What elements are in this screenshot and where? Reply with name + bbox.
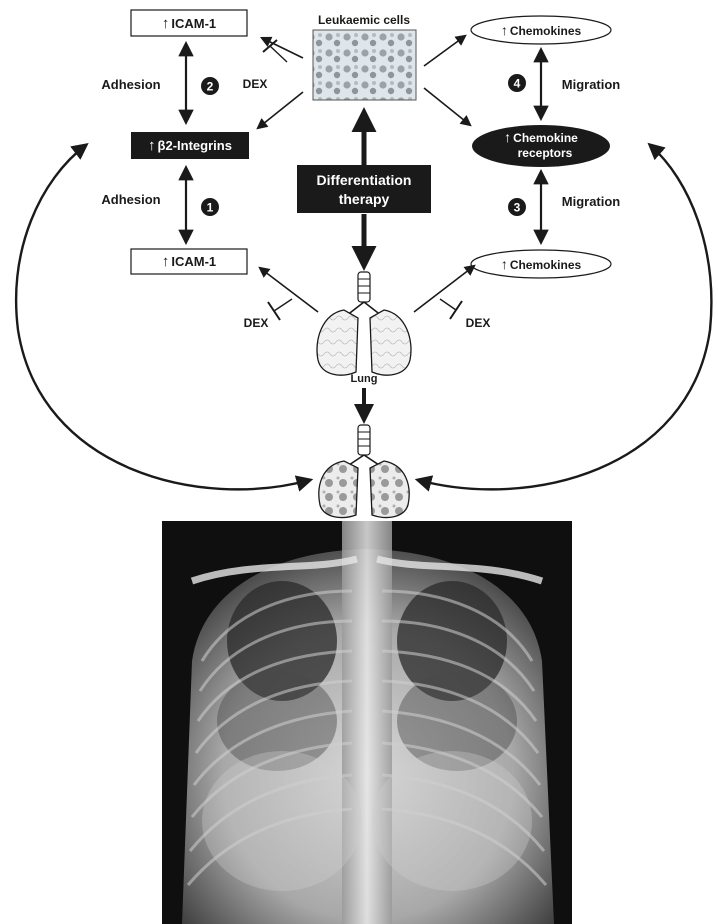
chemokine-receptors-ellipse: ↑Chemokine receptors	[472, 125, 610, 167]
differentiation-therapy-box: Differentiation therapy	[297, 165, 431, 213]
chemokines-top-ellipse: ↑Chemokines	[471, 16, 611, 44]
step-1-badge: 1	[201, 198, 219, 216]
adhesion-bottom-label: Adhesion	[101, 192, 160, 207]
chemokines-bottom-label: Chemokines	[510, 258, 582, 272]
step-2-badge: 2	[201, 77, 219, 95]
icam-bottom-label: ICAM-1	[171, 254, 216, 269]
svg-text:3: 3	[514, 201, 521, 215]
svg-text:4: 4	[514, 77, 521, 91]
lung-label: Lung	[351, 373, 378, 385]
dex-bottom-left-label: DEX	[244, 316, 269, 330]
svg-text:1: 1	[207, 201, 214, 215]
svg-text:↑β2-Integrins: ↑β2-Integrins	[148, 137, 232, 154]
arrow-lung-to-chemokines	[414, 266, 474, 312]
dex-inhibition-bottom-right: DEX	[440, 299, 490, 330]
chemokines-bottom-ellipse: ↑Chemokines	[471, 250, 611, 278]
lung-drawing: Lung	[317, 272, 411, 385]
step-4-badge: 4	[508, 74, 526, 92]
migration-top-label: Migration	[562, 77, 621, 92]
dex-top-label: DEX	[243, 77, 268, 91]
beta2-integrins-label: β2-Integrins	[158, 138, 232, 153]
adhesion-top-label: Adhesion	[101, 77, 160, 92]
svg-text:2: 2	[207, 80, 214, 94]
infiltrated-lung-drawing	[319, 425, 409, 518]
dex-inhibition-bottom-left: DEX	[244, 299, 292, 330]
svg-text:↑Chemokines: ↑Chemokines	[501, 22, 582, 38]
svg-text:↑Chemokines: ↑Chemokines	[501, 256, 582, 272]
svg-text:↑Chemokine: ↑Chemokine	[504, 129, 578, 145]
beta2-integrins-box: ↑β2-Integrins	[131, 132, 249, 159]
chemokine-receptors-line1: Chemokine	[513, 131, 578, 145]
arrow-lung-to-icam	[260, 268, 318, 312]
dex-bottom-right-label: DEX	[466, 316, 491, 330]
migration-bottom-label: Migration	[562, 194, 621, 209]
icam-bottom-box: ↑ICAM-1	[131, 249, 247, 274]
chemokines-top-label: Chemokines	[510, 24, 582, 38]
pathophysiology-diagram: ↑ICAM-1 Leukaemic cells ↑Chemokines DEX …	[0, 0, 718, 520]
icam-top-box: ↑ICAM-1	[131, 10, 247, 36]
chest-xray-image	[162, 521, 572, 924]
differentiation-line2: therapy	[339, 191, 390, 207]
up-arrow-glyph: ↑	[162, 15, 170, 32]
chemokine-receptors-line2: receptors	[518, 146, 573, 160]
arrow-cells-to-receptors	[424, 88, 470, 125]
arrow-cells-to-integrins	[258, 92, 303, 128]
differentiation-line1: Differentiation	[317, 172, 412, 188]
leukaemic-cells-label: Leukaemic cells	[318, 13, 410, 27]
icam-top-label: ICAM-1	[171, 16, 216, 31]
arrow-cells-to-chemokines	[424, 36, 465, 66]
step-3-badge: 3	[508, 198, 526, 216]
leukaemic-cells-image	[313, 30, 416, 100]
